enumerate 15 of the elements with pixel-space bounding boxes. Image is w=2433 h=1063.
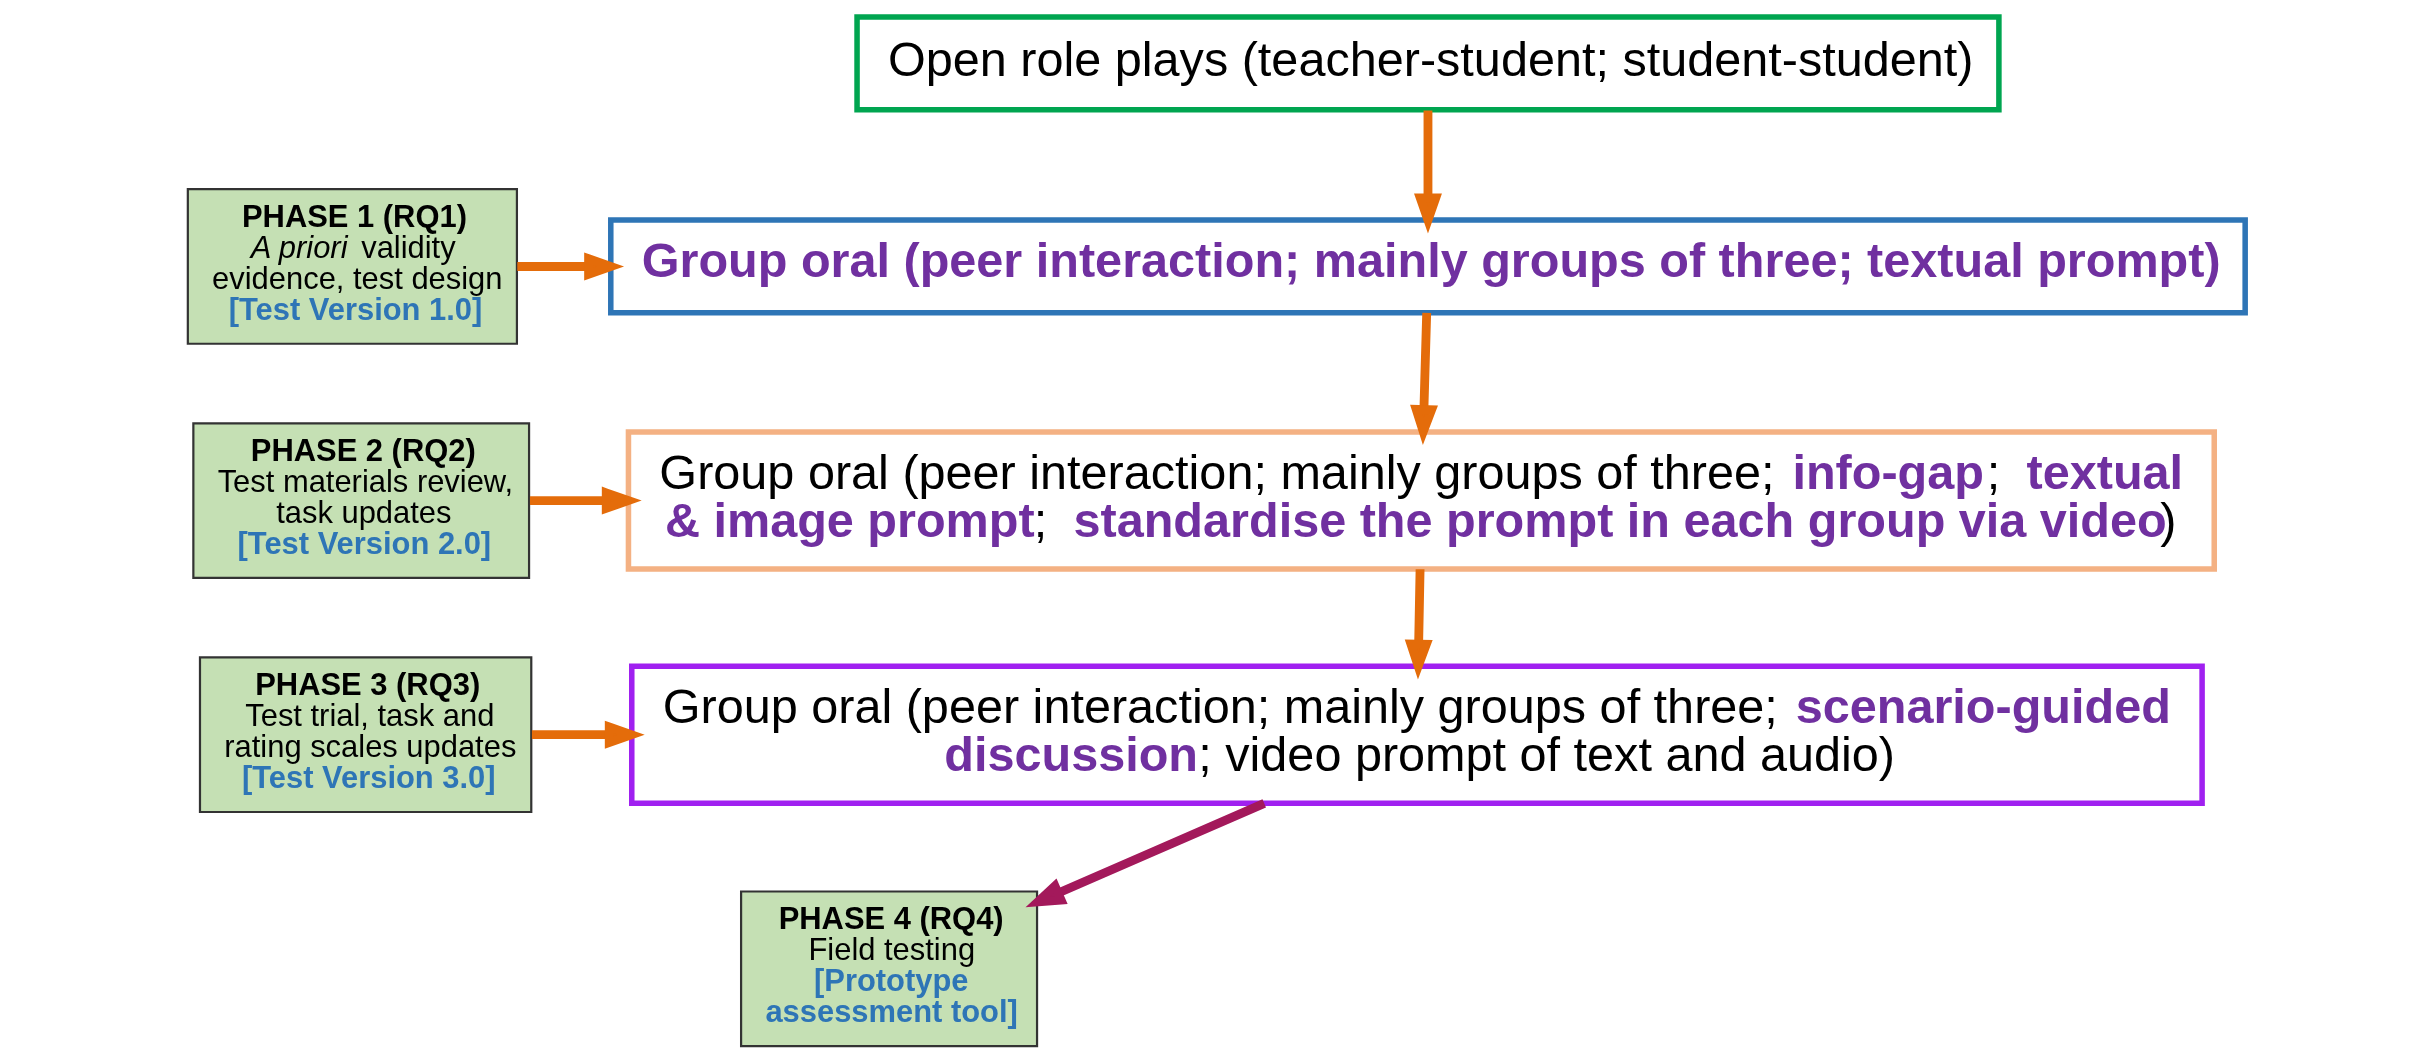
node-box: PHASE 1 (RQ1) A priori validity evidence, test design [Test Version 1.0] xyxy=(186,188,519,345)
node-box: PHASE 4 (RQ4) Field testing [Prototype assessment tool] xyxy=(740,890,1039,1048)
arrow xyxy=(1414,110,1442,234)
node-box: Group oral (peer interaction; mainly groups of three; info-gap; textual & image prompt; standardise the prompt in each group via video) xyxy=(625,429,2217,572)
arrow xyxy=(1025,799,1266,908)
arrow xyxy=(1410,312,1438,445)
arrow xyxy=(531,720,645,749)
arrow xyxy=(529,486,642,515)
node-box: Group oral (peer interaction; mainly groups of three; textual prompt) xyxy=(608,217,2248,316)
node-box: Open role plays (teacher-student; student-student) xyxy=(854,14,2002,113)
node-box: PHASE 2 (RQ2) Test materials review, task updates [Test Version 2.0] xyxy=(192,422,531,579)
node-box: Group oral (peer interaction; mainly groups of three; scenario-guided discussion; video prompt of text and audio) xyxy=(629,663,2205,806)
arrow xyxy=(1404,569,1433,680)
node-box: PHASE 3 (RQ3) Test trial, task and rating scales updates [Test Version 3.0] xyxy=(198,656,533,814)
arrow xyxy=(517,252,625,281)
